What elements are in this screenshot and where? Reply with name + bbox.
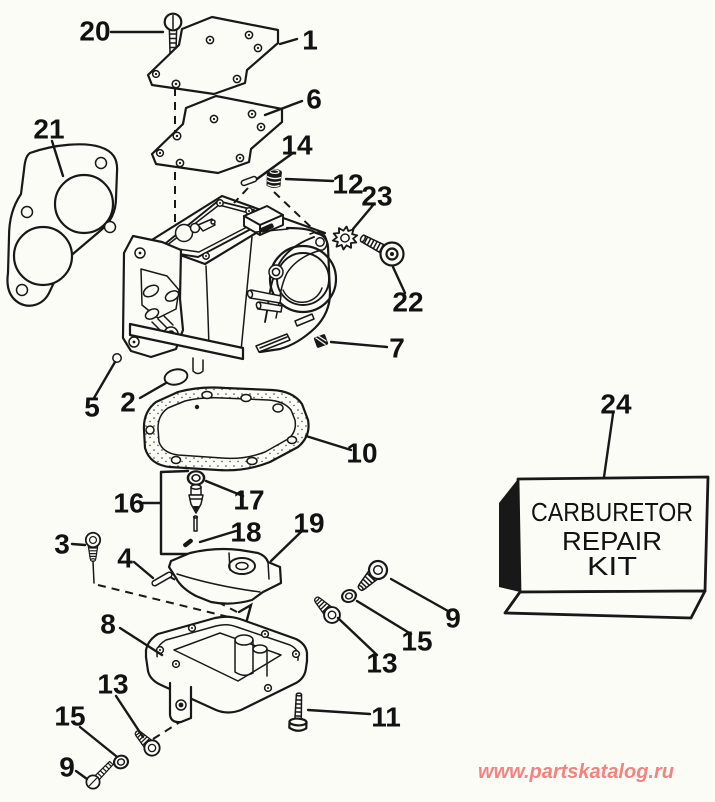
part-12-plug xyxy=(266,168,282,188)
part-3-screw xyxy=(84,531,102,584)
leader-2 xyxy=(138,381,168,400)
part-22-socket-screw xyxy=(359,234,405,267)
callout-label-16: 16 xyxy=(113,488,144,519)
leader-9-right xyxy=(389,577,450,613)
leader-8 xyxy=(118,626,164,657)
callout-label-10: 10 xyxy=(346,438,377,469)
leader-15-right xyxy=(355,599,413,636)
leader-15-left xyxy=(78,725,118,758)
leader-9-left xyxy=(74,769,89,781)
callout-label-2: 2 xyxy=(120,387,136,418)
callout-labels: 20 1 6 21 14 12 23 22 7 5 2 10 24 16 17 … xyxy=(33,16,632,783)
callout-label-6: 6 xyxy=(306,84,322,115)
part-13-plug-left xyxy=(129,725,164,760)
part-2-seal xyxy=(163,368,189,386)
leader-18 xyxy=(198,529,238,544)
kit-box-line-2: REPAIR xyxy=(562,526,662,556)
body-base-bar xyxy=(128,322,245,375)
leader-22 xyxy=(391,265,407,295)
leader-19 xyxy=(269,529,304,563)
axis-plug-12 xyxy=(273,191,315,231)
callout-label-13-left: 13 xyxy=(97,669,128,700)
leader-23 xyxy=(351,202,376,231)
part-10-bowl-gasket xyxy=(142,386,310,472)
axis-plug-13-left xyxy=(152,721,181,740)
part-17-washer xyxy=(186,470,206,486)
leader-6 xyxy=(263,99,304,117)
callout-label-15-left: 15 xyxy=(54,701,85,732)
part-8-float-bowl xyxy=(144,615,309,724)
watermark-text: www.partskatalog.ru xyxy=(478,761,674,783)
callout-label-18: 18 xyxy=(230,517,261,548)
leader-7 xyxy=(329,340,389,349)
leader-13-left xyxy=(114,694,145,739)
leader-13-right xyxy=(336,616,379,657)
callout-label-1: 1 xyxy=(302,25,318,56)
callout-label-9-left: 9 xyxy=(59,752,75,783)
callout-label-19: 19 xyxy=(293,508,324,539)
repair-kit-box: CARBURETOR REPAIR KIT xyxy=(499,475,710,620)
part-18-clip-pin xyxy=(183,515,199,548)
callout-label-9-right: 9 xyxy=(445,603,461,634)
leader-17 xyxy=(204,479,245,498)
part-9-screw-left xyxy=(82,757,117,793)
leader-14 xyxy=(255,151,295,181)
leader-lines xyxy=(50,30,615,781)
part-9-plug-screw-right xyxy=(351,556,392,597)
needle-valve-assembly xyxy=(141,469,206,556)
kit-box-line-3: KIT xyxy=(587,551,637,581)
callout-label-17: 17 xyxy=(233,485,264,516)
kit-box-line-1: CARBURETOR xyxy=(531,497,693,527)
callout-label-7: 7 xyxy=(389,333,405,364)
part-19-float xyxy=(167,547,283,605)
leader-12 xyxy=(284,177,335,183)
callout-label-12: 12 xyxy=(332,169,363,200)
leader-3 xyxy=(70,542,87,547)
part-13-plug-right xyxy=(309,591,345,628)
leader-21 xyxy=(50,139,65,178)
leader-5 xyxy=(92,360,117,400)
part-11-bowl-screw xyxy=(288,691,309,733)
callout-label-5: 5 xyxy=(84,392,100,423)
leader-10 xyxy=(304,434,353,452)
axis-screw-3 xyxy=(97,584,234,619)
part-1-top-cover-plate xyxy=(146,15,280,96)
part-23-lock-washer xyxy=(331,225,359,251)
axis-elbow-into-bowl xyxy=(237,602,253,629)
body-venturi xyxy=(205,236,253,352)
callout-label-20: 20 xyxy=(79,16,110,47)
callout-label-13-right: 13 xyxy=(366,648,397,679)
needle-valve xyxy=(188,484,204,514)
callout-label-21: 21 xyxy=(33,114,64,145)
callout-label-24: 24 xyxy=(600,389,632,420)
leader-11 xyxy=(306,708,372,716)
callout-label-8: 8 xyxy=(100,609,116,640)
body-pump-chamber xyxy=(246,226,338,354)
callout-label-4: 4 xyxy=(117,543,133,574)
callout-label-11: 11 xyxy=(371,702,401,733)
bracket-16 xyxy=(141,469,192,556)
part-4-pin xyxy=(151,571,173,587)
callout-label-22: 22 xyxy=(392,287,423,318)
leader-4 xyxy=(132,560,155,580)
callout-label-14: 14 xyxy=(281,130,313,161)
part-15-washer-right xyxy=(339,587,359,605)
callout-label-15-right: 15 xyxy=(401,626,432,657)
callout-label-23: 23 xyxy=(361,181,392,212)
part-14-pin xyxy=(240,175,258,187)
part-7-plug xyxy=(313,334,329,348)
part-6-cover-gasket xyxy=(150,94,284,175)
part-21-mount-gasket xyxy=(6,143,119,307)
carburetor-body xyxy=(121,194,338,375)
callout-label-3: 3 xyxy=(54,529,70,560)
part-5-ball xyxy=(112,353,122,363)
leader-24 xyxy=(602,412,615,479)
leader-1 xyxy=(278,37,299,46)
